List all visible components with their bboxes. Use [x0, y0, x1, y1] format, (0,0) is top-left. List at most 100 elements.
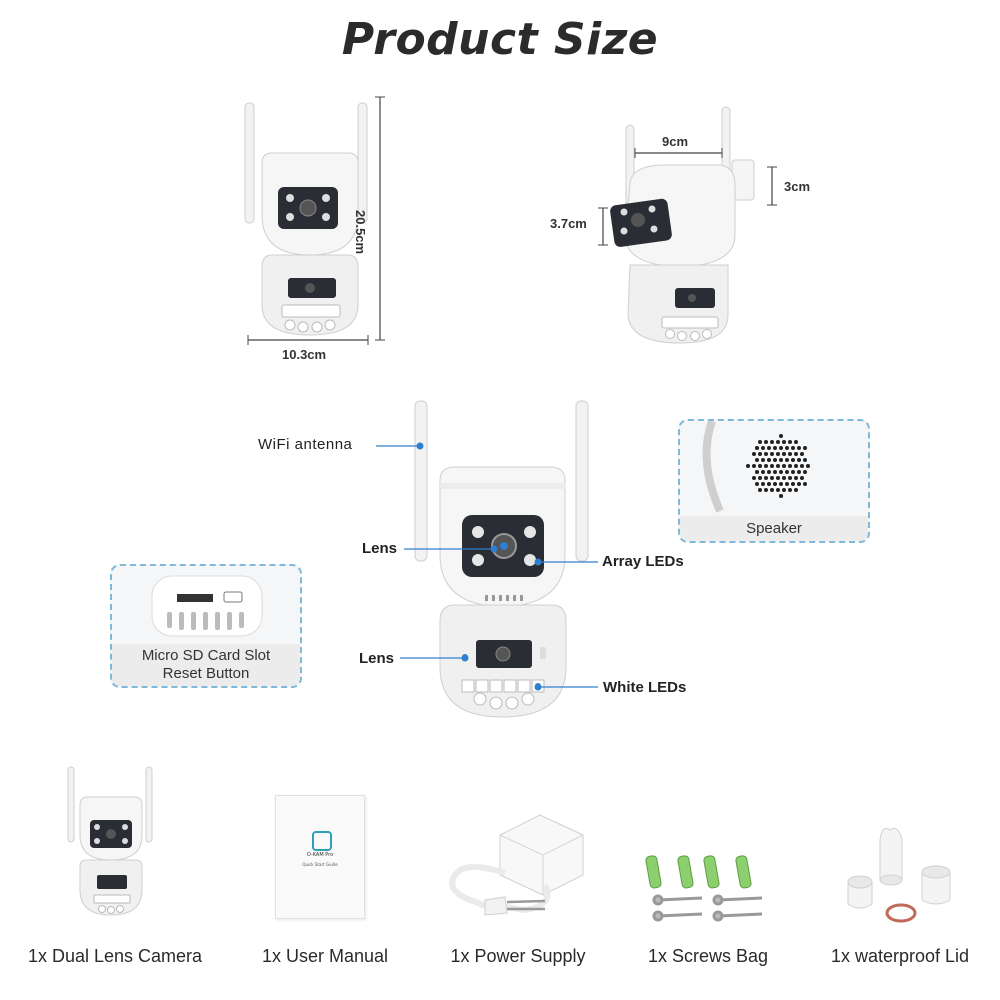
speaker-hole: [800, 452, 804, 456]
speaker-hole: [752, 476, 756, 480]
speaker-hole: [782, 488, 786, 492]
speaker-hole: [782, 452, 786, 456]
speaker-hole: [776, 452, 780, 456]
speaker-hole: [797, 446, 801, 450]
speaker-hole: [800, 476, 804, 480]
speaker-hole: [752, 452, 756, 456]
speaker-hole: [767, 470, 771, 474]
speaker-hole: [773, 446, 777, 450]
sd-card-label: Micro SD Card Slot Reset Button: [112, 644, 300, 686]
speaker-hole: [803, 482, 807, 486]
manual-brand: O-KAM Pro: [306, 852, 334, 858]
package-item-label: 1x Screws Bag: [647, 946, 769, 966]
speaker-hole: [764, 440, 768, 444]
speaker-hole: [791, 446, 795, 450]
lens-height-label: 3.7cm: [550, 216, 587, 231]
speaker-hole: [791, 470, 795, 474]
speaker-hole: [791, 482, 795, 486]
speaker-hole: [767, 482, 771, 486]
speaker-hole: [785, 446, 789, 450]
speaker-hole: [773, 470, 777, 474]
package-waterproof-lid-image: [847, 827, 951, 923]
package-item-label: 1x Power Supply: [450, 946, 586, 966]
speaker-hole: [767, 446, 771, 450]
speaker-hole: [773, 482, 777, 486]
speaker-hole: [782, 464, 786, 468]
speaker-hole: [779, 446, 783, 450]
white-leds-label: White LEDs: [603, 679, 687, 696]
speaker-hole: [767, 458, 771, 462]
speaker-hole: [785, 470, 789, 474]
speaker-hole: [779, 470, 783, 474]
camera-annotated: [414, 400, 589, 718]
manual-logo-icon: [312, 831, 332, 851]
speaker-hole: [785, 458, 789, 462]
speaker-hole: [755, 470, 759, 474]
speaker-hole: [797, 470, 801, 474]
speaker-detail-box: Speaker: [678, 419, 870, 543]
speaker-hole: [761, 458, 765, 462]
speaker-hole: [764, 476, 768, 480]
speaker-hole: [782, 440, 786, 444]
speaker-hole: [806, 464, 810, 468]
speaker-hole: [758, 476, 762, 480]
speaker-hole: [794, 440, 798, 444]
speaker-hole: [764, 452, 768, 456]
speaker-hole: [755, 482, 759, 486]
package-camera-image: [67, 766, 153, 916]
wifi-antenna-label: WiFi antenna: [258, 436, 353, 453]
speaker-hole: [752, 464, 756, 468]
speaker-hole: [794, 488, 798, 492]
speaker-hole: [779, 482, 783, 486]
speaker-hole: [788, 464, 792, 468]
speaker-hole: [794, 476, 798, 480]
speaker-label: Speaker: [680, 516, 868, 541]
speaker-hole: [779, 494, 783, 498]
lens-top-label: Lens: [362, 540, 398, 557]
reset-button-text: Reset Button: [162, 665, 250, 682]
speaker-hole: [770, 488, 774, 492]
speaker-hole: [776, 488, 780, 492]
camera-front-dimensioned: [244, 96, 385, 345]
top-width-label: 9cm: [662, 134, 689, 149]
speaker-hole: [788, 476, 792, 480]
speaker-hole: [791, 458, 795, 462]
speaker-hole: [770, 452, 774, 456]
speaker-hole: [776, 476, 780, 480]
speaker-hole: [797, 458, 801, 462]
speaker-hole: [785, 482, 789, 486]
manual-subtitle: Quick Start Guide: [302, 862, 338, 867]
speaker-hole: [782, 476, 786, 480]
speaker-hole: [788, 488, 792, 492]
package-item-label: 1x waterproof Lid: [830, 946, 970, 966]
sd-slot-icon: [151, 575, 263, 637]
speaker-hole: [758, 464, 762, 468]
speaker-hole: [779, 458, 783, 462]
package-item-label: 1x Dual Lens Camera: [27, 946, 203, 966]
package-power-supply-image: [449, 814, 584, 916]
speaker-hole: [761, 470, 765, 474]
speaker-hole: [761, 446, 765, 450]
speaker-hole: [758, 440, 762, 444]
speaker-hole: [803, 446, 807, 450]
speaker-hole: [758, 488, 762, 492]
package-manual-image: O-KAM Pro Quick Start Guide: [275, 795, 365, 919]
speaker-hole: [764, 488, 768, 492]
speaker-hole: [776, 440, 780, 444]
speaker-hole: [758, 452, 762, 456]
speaker-hole: [773, 458, 777, 462]
package-item-label: 1x User Manual: [261, 946, 389, 966]
speaker-hole: [797, 482, 801, 486]
speaker-hole: [803, 458, 807, 462]
sd-card-detail-box: Micro SD Card Slot Reset Button: [110, 564, 302, 688]
sd-slot-text: Micro SD Card Slot: [141, 647, 271, 664]
speaker-hole: [788, 440, 792, 444]
width-dimension-label: 10.3cm: [282, 347, 327, 362]
speaker-hole: [803, 470, 807, 474]
speaker-hole: [755, 458, 759, 462]
page-title: Product Size: [341, 14, 659, 65]
speaker-hole: [788, 452, 792, 456]
speaker-hole: [770, 440, 774, 444]
speaker-hole: [794, 452, 798, 456]
